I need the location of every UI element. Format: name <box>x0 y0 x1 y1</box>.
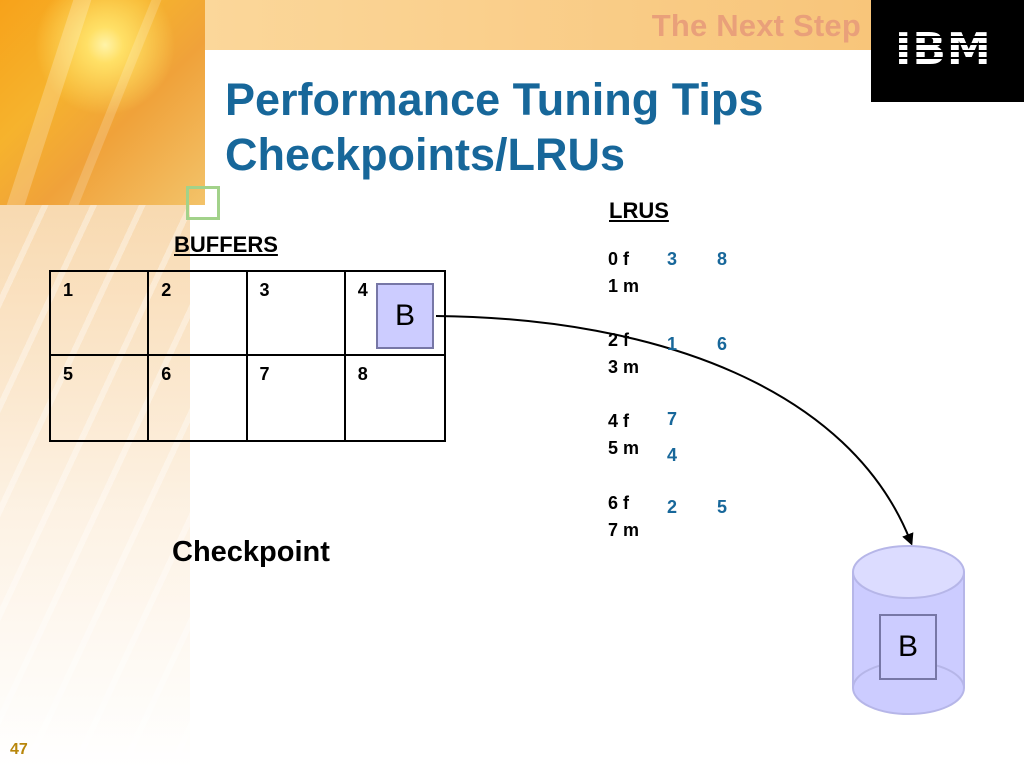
decorative-header-image <box>0 0 205 205</box>
buffer-cell: 8 <box>357 364 368 384</box>
header-bar: The Next Step <box>205 0 871 50</box>
buffer-cell: 1 <box>51 272 150 356</box>
lru-queue-label: 6 f <box>608 493 630 513</box>
checkpoint-label: Checkpoint <box>172 536 330 568</box>
buffer-cell: 6 <box>149 356 248 440</box>
title-line-1: Performance Tuning Tips <box>225 74 764 125</box>
lru-buffer-number: 4 <box>667 445 678 465</box>
buffers-grid: 1 2 3 4 5 6 7 8 <box>49 270 446 442</box>
lru-buffer-number: 8 <box>717 249 728 269</box>
lru-queue-label: 2 f <box>608 330 630 350</box>
lru-buffer-number: 2 <box>667 497 678 517</box>
lru-queue-label: 1 m <box>608 276 640 296</box>
lru-buffer-number: 1 <box>667 334 678 354</box>
buffer-cell: 3 <box>247 272 346 356</box>
slide-title: Performance Tuning Tips Checkpoints/LRUs <box>225 72 763 182</box>
buffer-cell: 7 <box>248 356 346 440</box>
ibm-logo: IBM <box>871 0 1024 102</box>
lru-buffer-number: 5 <box>717 497 728 517</box>
lrus-label: LRUS <box>609 198 669 223</box>
dirty-buffer-block: B <box>376 283 434 349</box>
bullet-square-icon <box>186 186 220 220</box>
page-number: 47 <box>10 741 28 758</box>
lru-buffer-number: 7 <box>667 409 678 429</box>
buffer-cell: 4 <box>345 272 444 356</box>
buffer-cell: 2 <box>149 272 248 356</box>
lru-queue-label: 4 f <box>608 411 630 431</box>
lru-buffer-number: 6 <box>717 334 728 354</box>
lru-queue-label: 5 m <box>608 438 640 458</box>
lru-queue-label: 3 m <box>608 357 640 377</box>
lru-queue-label: 0 f <box>608 249 630 269</box>
buffer-cell: 5 <box>51 356 150 440</box>
title-line-2: Checkpoints/LRUs <box>225 129 626 180</box>
lru-queue-label: 7 m <box>608 520 640 540</box>
decorative-background <box>0 205 190 768</box>
flush-arrow <box>435 315 914 546</box>
buffers-label: BUFFERS <box>174 232 278 257</box>
header-tagline: The Next Step <box>651 8 861 43</box>
ibm-logo-text: IBM <box>895 24 992 75</box>
disk-block: B <box>879 614 937 680</box>
lru-buffer-number: 3 <box>667 249 678 269</box>
